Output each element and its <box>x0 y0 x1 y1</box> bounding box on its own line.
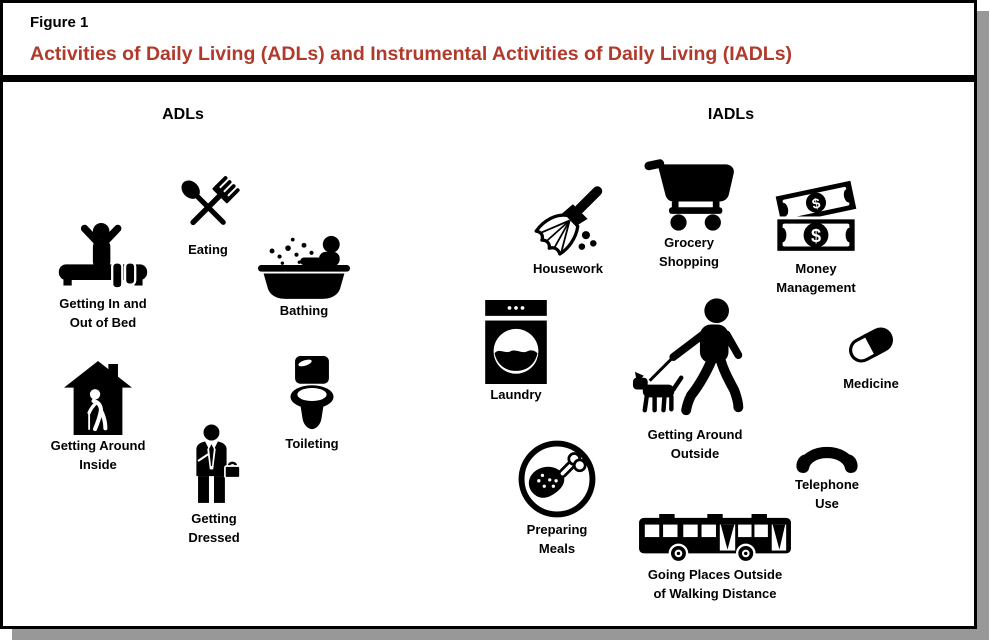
dollar-bills-icon: $ $ <box>774 180 858 254</box>
washing-machine-icon <box>485 300 547 384</box>
spoon-and-fork-icon <box>181 176 240 226</box>
activity-getting-around-inside: Getting Around Inside <box>31 361 165 475</box>
person-walking-dog-icon <box>632 298 744 416</box>
bus-icon <box>639 514 791 564</box>
activity-telephone-use: Telephone Use <box>779 440 875 514</box>
activity-label: Going Places Outside of Walking Distance <box>647 567 783 601</box>
activity-label: Getting Dressed <box>188 511 240 545</box>
activity-label: Getting In and Out of Bed <box>59 296 147 330</box>
pill-capsule-icon <box>849 327 893 363</box>
activity-label: Grocery Shopping <box>659 235 719 269</box>
title-divider <box>3 75 974 82</box>
figure-panel: Figure 1 Activities of Daily Living (ADL… <box>0 0 977 629</box>
activity-label: Eating <box>188 242 228 257</box>
activity-label: Medicine <box>843 376 899 391</box>
activity-grocery-shopping: Grocery Shopping <box>641 152 737 272</box>
drumstick-on-plate-icon <box>518 440 596 518</box>
activity-preparing-meals: Preparing Meals <box>509 439 605 559</box>
activity-label: Telephone Use <box>794 477 860 511</box>
activity-housework: Housework <box>520 183 616 279</box>
activity-label: Money Management <box>776 261 856 295</box>
activity-going-places-outside-walking-distance: Going Places Outside of Walking Distance <box>627 514 803 604</box>
figure-title: Activities of Daily Living (ADLs) and In… <box>30 43 793 65</box>
duster-broom-icon <box>534 186 603 256</box>
activity-medicine: Medicine <box>821 317 921 394</box>
activity-label: Getting Around Inside <box>50 438 146 472</box>
dollar-sign: $ <box>811 226 821 246</box>
activity-eating: Eating <box>160 175 256 260</box>
activity-laundry: Laundry <box>468 300 564 405</box>
telephone-handset-icon <box>796 447 858 473</box>
activity-label: Preparing Meals <box>526 522 588 556</box>
person-with-cane-in-house-icon <box>64 361 132 435</box>
activity-getting-in-and-out-of-bed: Getting In and Out of Bed <box>31 221 175 333</box>
activity-label: Toileting <box>285 436 339 451</box>
activity-getting-around-outside: Getting Around Outside <box>627 294 763 464</box>
activity-label: Bathing <box>279 303 329 318</box>
person-stretching-on-bed-icon <box>58 222 148 290</box>
activity-getting-dressed: Getting Dressed <box>166 424 262 548</box>
activity-label: Getting Around Outside <box>647 427 743 461</box>
activity-label: Laundry <box>490 387 542 402</box>
adls-column-header: ADLs <box>162 106 204 123</box>
activity-toileting: Toileting <box>264 356 360 454</box>
shopping-cart-icon <box>644 159 734 231</box>
iadls-column-header: IADLs <box>707 106 755 123</box>
activity-money-management: $ $ Money Management <box>768 174 864 298</box>
activity-bathing: Bathing <box>256 232 352 321</box>
figure-number-label: Figure 1 <box>30 14 89 31</box>
activity-label: Housework <box>532 261 604 276</box>
toilet-icon <box>290 356 334 430</box>
person-in-bathtub-icon <box>257 235 351 299</box>
person-in-suit-with-briefcase-icon <box>196 424 240 503</box>
dollar-sign: $ <box>811 196 822 213</box>
